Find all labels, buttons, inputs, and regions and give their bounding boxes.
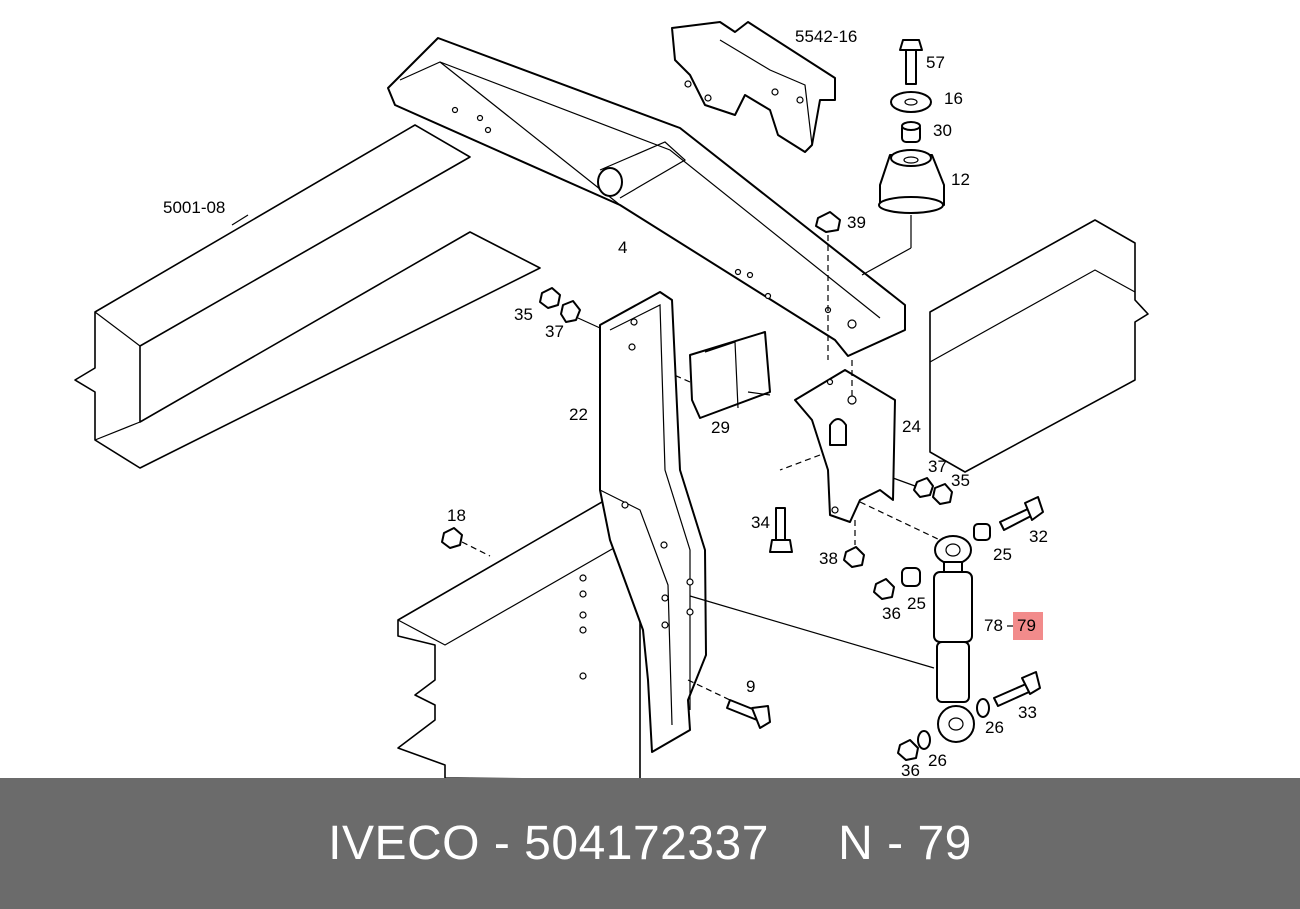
callout-25a: 25 <box>993 545 1012 564</box>
nut-38 <box>843 546 865 568</box>
bracket-5542-16 <box>671 21 836 153</box>
frame-rail-left <box>74 124 541 469</box>
callout-26b: 26 <box>928 751 947 770</box>
bushing-25b <box>901 567 921 587</box>
callout-36a: 36 <box>882 604 901 623</box>
callout-12: 12 <box>951 170 970 189</box>
bolt-32 <box>999 496 1044 531</box>
callout-22: 22 <box>569 405 588 424</box>
rubber-mount-12 <box>878 149 945 214</box>
callout-29: 29 <box>711 418 730 437</box>
callout-4: 4 <box>618 238 627 257</box>
callout-34: 34 <box>751 513 770 532</box>
callout-25b: 25 <box>907 594 926 613</box>
bolt-33 <box>993 671 1041 707</box>
washer-37b <box>913 477 934 498</box>
stabilizer-bar <box>387 37 906 357</box>
callout-38: 38 <box>819 549 838 568</box>
callout-18: 18 <box>447 506 466 525</box>
footer-caption: IVECO - 504172337 N - 79 <box>0 778 1300 909</box>
part-number: 504172337 <box>524 817 769 870</box>
callout-26a: 26 <box>985 718 1004 737</box>
bracket-24 <box>794 369 896 523</box>
bracket-29 <box>689 331 771 419</box>
washer-26b <box>917 730 931 750</box>
callout-78: 78 <box>984 616 1003 635</box>
brand-name: IVECO <box>328 817 481 870</box>
shock-absorber <box>933 535 975 743</box>
callout-37a: 37 <box>545 322 564 341</box>
footer-bar: IVECO - 504172337 N - 79 <box>0 778 1300 909</box>
bushing-30 <box>901 121 921 143</box>
nut-39 <box>815 211 841 233</box>
callout-16: 16 <box>944 89 963 108</box>
callout-79: 79 <box>1017 616 1036 635</box>
nut-35a <box>539 287 561 309</box>
separator: - <box>480 817 525 870</box>
bolt-9 <box>726 699 771 729</box>
bolt-34 <box>769 507 793 553</box>
callout-39: 39 <box>847 213 866 232</box>
bolt-57 <box>899 39 923 85</box>
callout-57: 57 <box>926 53 945 72</box>
callout-36b: 36 <box>901 761 920 778</box>
callout-24: 24 <box>902 417 921 436</box>
washer-37a <box>560 300 581 323</box>
callout-5542-16: 5542-16 <box>795 27 857 46</box>
callout-35a: 35 <box>514 305 533 324</box>
crossmember-22 <box>599 291 707 753</box>
callout-5001-08: 5001-08 <box>163 198 225 217</box>
washer-26a <box>976 698 990 718</box>
parts-diagram: 5542-16571630125001-08394353722292437351… <box>74 21 1149 778</box>
gap <box>769 816 838 871</box>
highlight-79 <box>1013 612 1043 640</box>
nut-36b <box>897 739 919 761</box>
callout-32: 32 <box>1029 527 1048 546</box>
callout-35b: 35 <box>951 471 970 490</box>
callout-37b: 37 <box>928 457 947 476</box>
frame-rail-right <box>929 219 1149 473</box>
nut-36a <box>873 578 895 600</box>
position-code: N - 79 <box>838 817 972 870</box>
callout-30: 30 <box>933 121 952 140</box>
bushing-25a <box>973 523 991 541</box>
callout-9: 9 <box>746 677 755 696</box>
callout-33: 33 <box>1018 703 1037 722</box>
nut-18 <box>441 527 463 549</box>
nut-35b <box>932 483 953 505</box>
frame-cross-lower <box>397 479 681 778</box>
